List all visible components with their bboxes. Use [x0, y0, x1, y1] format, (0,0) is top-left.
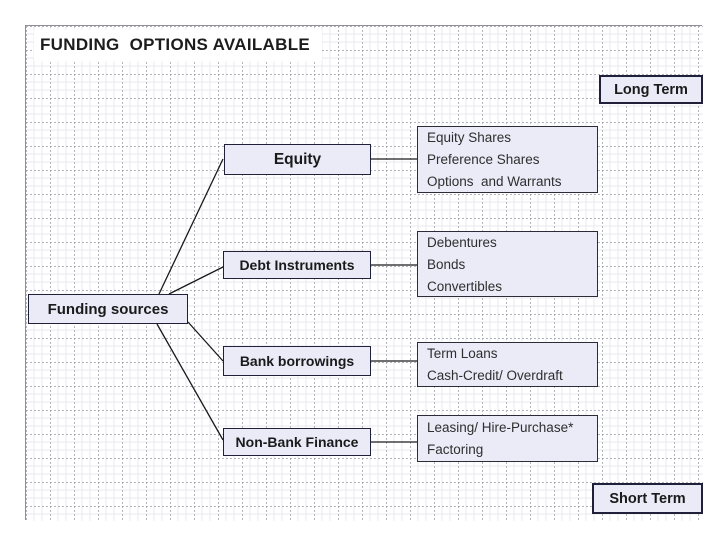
detail-item: Options and Warrants [427, 174, 562, 189]
slide-title: FUNDING OPTIONS AVAILABLE [34, 30, 323, 61]
connector-root-to-equity [158, 158, 224, 295]
node-debt-instruments: Debt Instruments [223, 251, 371, 279]
details-non-bank-finance: Leasing/ Hire-Purchase* Factoring [417, 415, 598, 462]
detail-item: Leasing/ Hire-Purchase* [427, 420, 574, 435]
node-bank-borrowings: Bank borrowings [223, 346, 371, 376]
connector-lines [156, 158, 417, 443]
detail-item: Cash-Credit/ Overdraft [427, 368, 563, 383]
badge-long-term: Long Term [599, 75, 703, 104]
detail-item: Factoring [427, 442, 484, 457]
connector-root-to-nonbank [156, 323, 224, 441]
details-equity: Equity Shares Preference Shares Options … [417, 126, 598, 193]
grid-panel: FUNDING OPTIONS AVAILABLE Long Term Equi… [25, 25, 703, 521]
badge-short-term: Short Term [592, 483, 703, 514]
detail-item: Bonds [427, 256, 466, 272]
connector-root-to-bank [187, 321, 224, 362]
detail-item: Preference Shares [427, 152, 540, 167]
node-equity: Equity [224, 144, 371, 175]
details-bank-borrowings: Term Loans Cash-Credit/ Overdraft [417, 342, 598, 387]
node-funding-sources: Funding sources [28, 294, 188, 324]
detail-item: Convertibles [427, 278, 503, 294]
detail-item: Equity Shares [427, 130, 512, 145]
detail-item: Debentures [427, 234, 497, 250]
connector-root-to-debt [168, 266, 224, 295]
details-debt-instruments: Debentures Bonds Convertibles [417, 231, 598, 297]
node-non-bank-finance: Non-Bank Finance [223, 428, 371, 456]
detail-item: Term Loans [427, 346, 498, 361]
